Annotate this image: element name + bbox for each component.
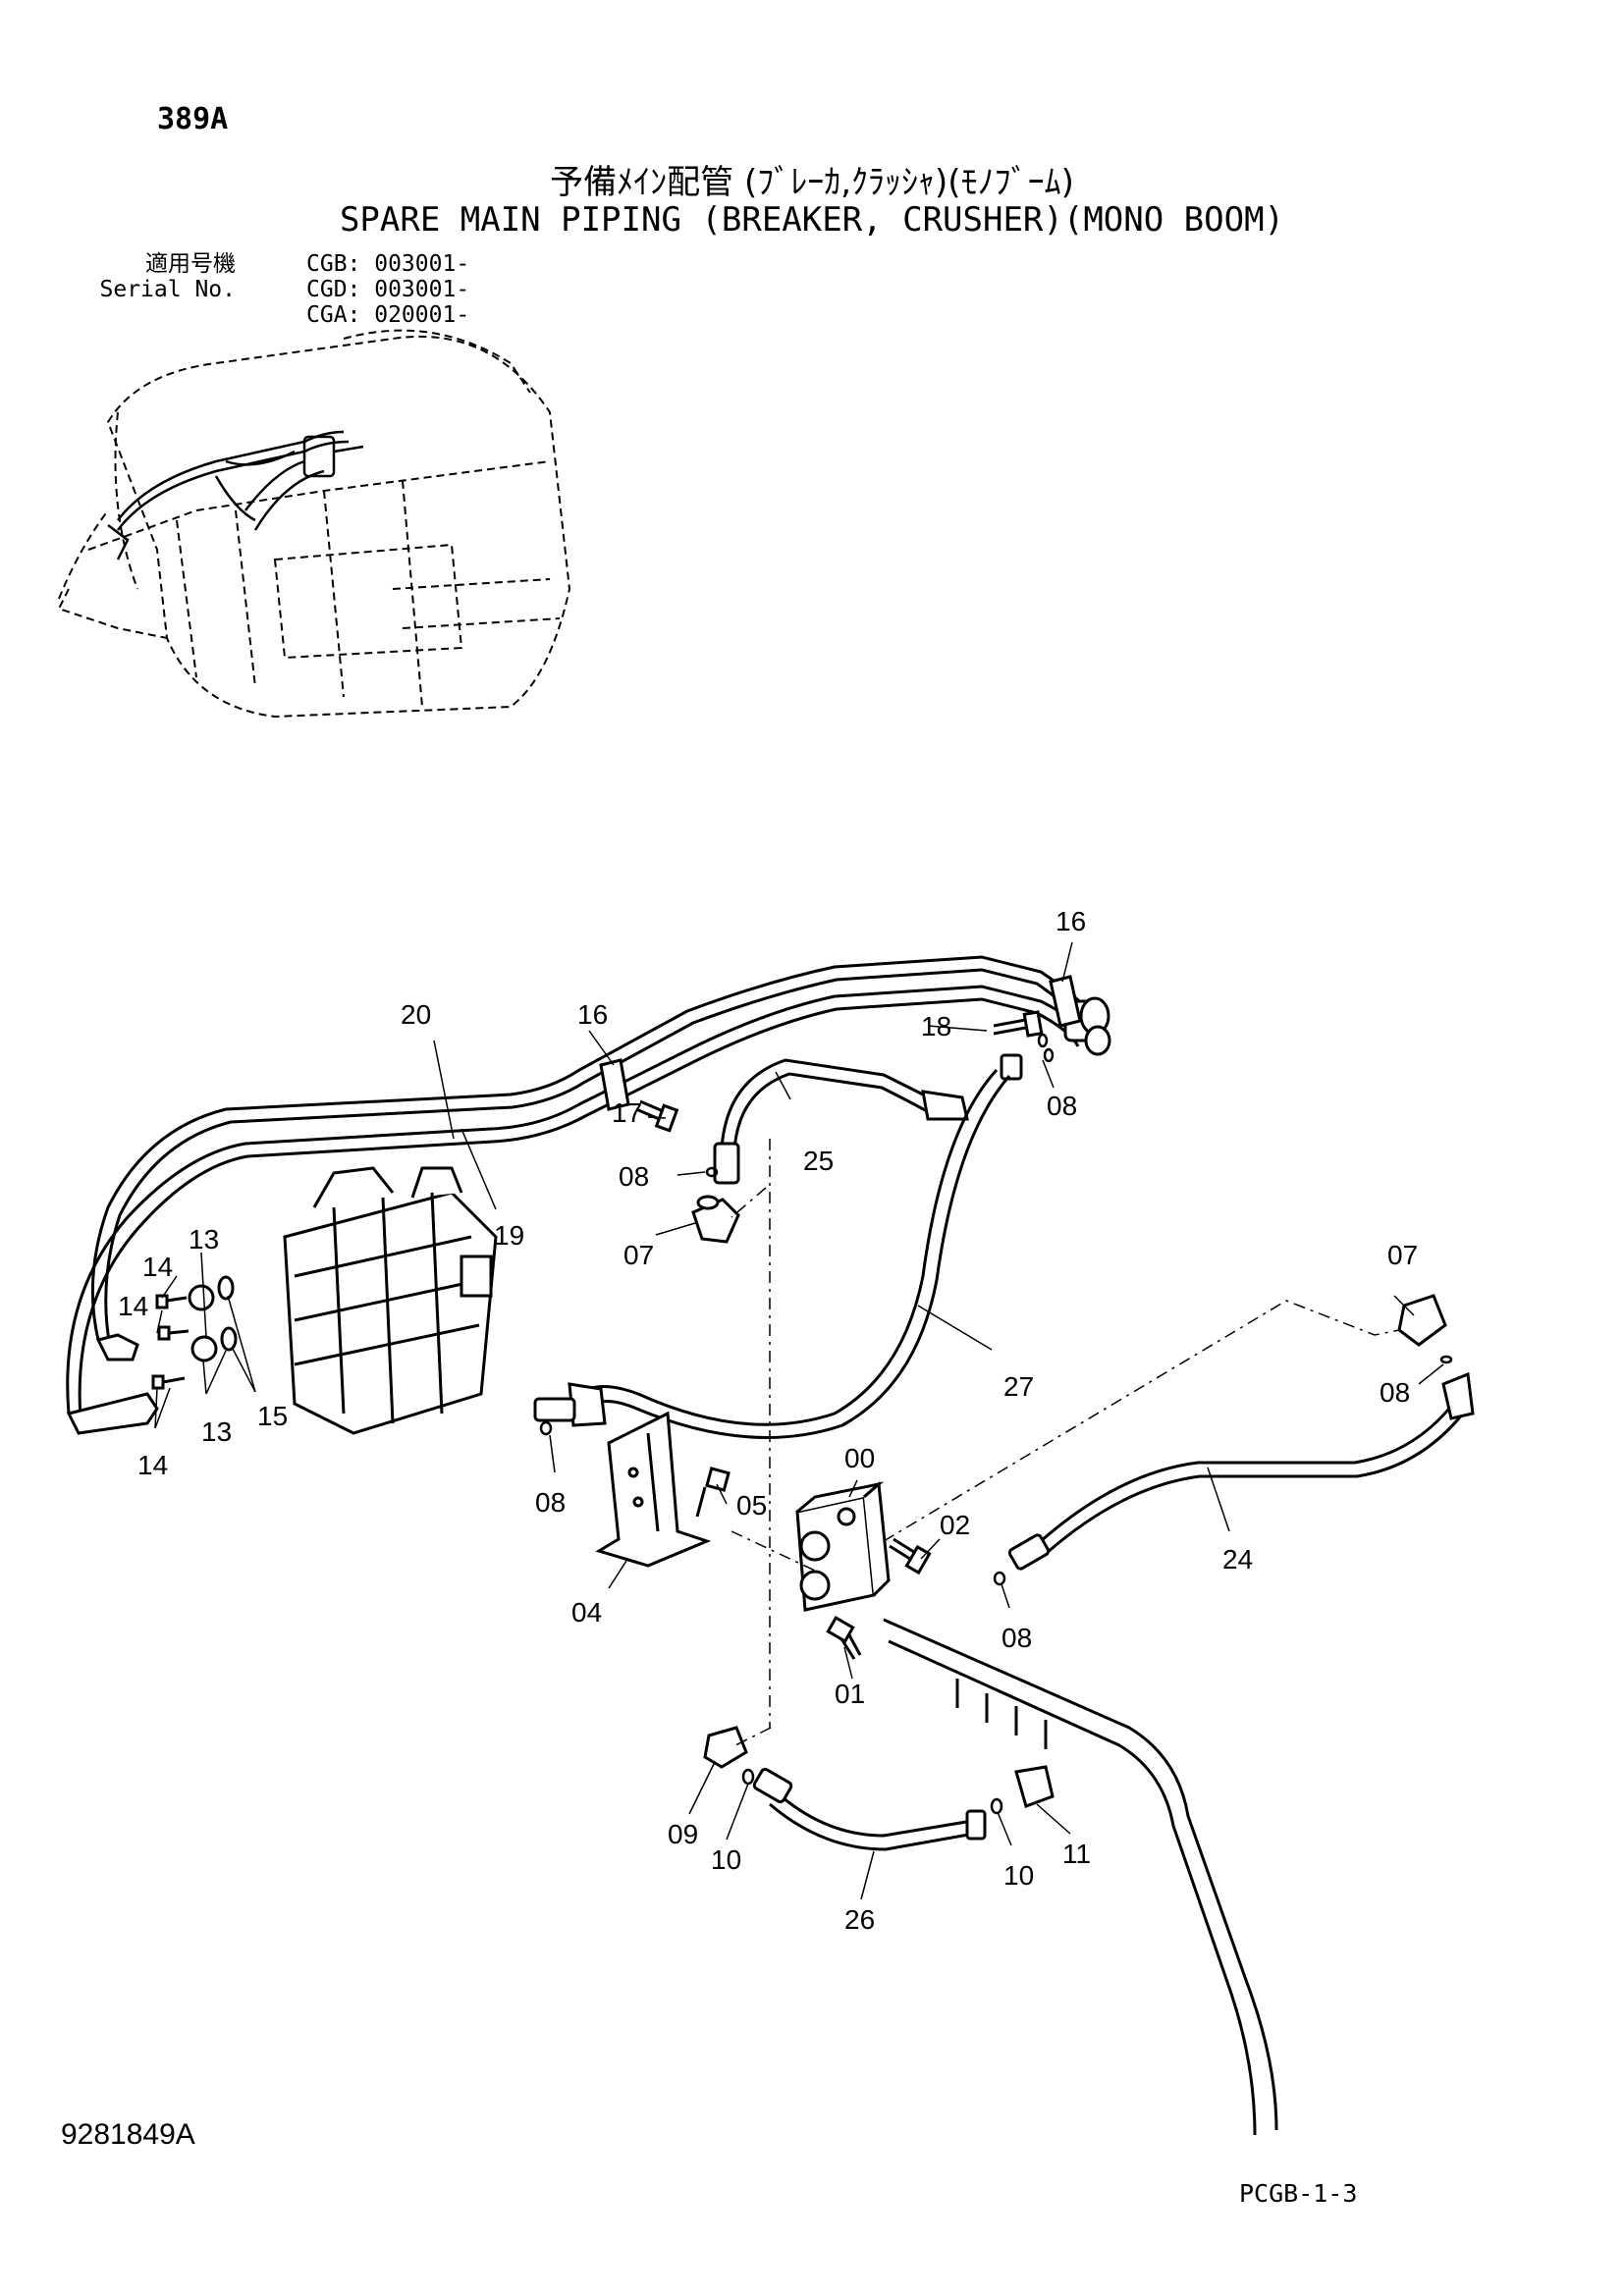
callout-00: 00 [844, 1443, 875, 1473]
callout-10: 10 [1003, 1860, 1034, 1891]
callout-16: 16 [577, 999, 608, 1030]
serial-label-en: Serial No. [99, 277, 236, 302]
callout-08: 08 [1047, 1091, 1077, 1121]
callout-25: 25 [803, 1146, 834, 1176]
callout-10: 10 [711, 1844, 741, 1875]
callout-01: 01 [835, 1679, 865, 1709]
callout-07: 07 [623, 1240, 654, 1270]
hose-27 [578, 1068, 1011, 1439]
main-control-valve [283, 1166, 498, 1435]
callout-08: 08 [619, 1161, 649, 1192]
callout-14: 14 [118, 1291, 148, 1321]
clamp-16 [599, 975, 1082, 1111]
callout-labels: 20 16 16 18 08 17 25 08 19 07 07 13 14 1… [118, 906, 1418, 1935]
title-japanese: 予備ﾒｲﾝ配管 (ﾌﾞﾚｰｶ,ｸﾗｯｼｬ)(ﾓﾉﾌﾞｰﾑ) [550, 163, 1074, 202]
callout-08: 08 [1001, 1623, 1032, 1653]
serial-range: CGA: 020001- [306, 302, 470, 328]
sheet-code: PCGB-1-3 [1239, 2179, 1358, 2208]
callout-13: 13 [201, 1416, 232, 1447]
callout-08: 08 [1380, 1377, 1410, 1408]
hose-26 [769, 1789, 975, 1851]
callout-11: 11 [1062, 1839, 1091, 1869]
callout-18: 18 [921, 1011, 951, 1041]
boom-pipe [883, 1618, 1278, 2136]
callout-24: 24 [1222, 1544, 1253, 1575]
bracket-04 [595, 1411, 712, 1568]
title-english: SPARE MAIN PIPING (BREAKER, CRUSHER)(MON… [339, 200, 1285, 240]
callout-13: 13 [189, 1224, 219, 1255]
callout-16: 16 [1056, 906, 1086, 936]
pipe-19 [66, 985, 1092, 1419]
callout-14: 14 [142, 1252, 173, 1282]
callout-17: 17 [612, 1097, 642, 1128]
callout-15: 15 [257, 1401, 288, 1431]
serial-range: CGD: 003001- [306, 277, 470, 302]
callout-07: 07 [1387, 1240, 1418, 1270]
valve-00 [795, 1480, 891, 1612]
drawing-number: 9281849A [61, 2118, 195, 2151]
page-id: 389A [157, 102, 229, 136]
callout-08: 08 [535, 1487, 566, 1518]
serial-label-ja: 適用号機 [145, 251, 236, 277]
callout-09: 09 [668, 1819, 698, 1849]
hose-25 [720, 1058, 934, 1151]
callout-26: 26 [844, 1904, 875, 1935]
hose-24 [1040, 1403, 1465, 1555]
serial-range: CGB: 003001- [306, 251, 470, 277]
callout-14: 14 [137, 1450, 168, 1480]
callout-02: 02 [940, 1510, 970, 1540]
callout-05: 05 [736, 1490, 767, 1521]
callout-04: 04 [571, 1597, 602, 1628]
callout-19: 19 [494, 1220, 524, 1251]
callout-27: 27 [1003, 1371, 1034, 1402]
callout-20: 20 [401, 999, 431, 1030]
